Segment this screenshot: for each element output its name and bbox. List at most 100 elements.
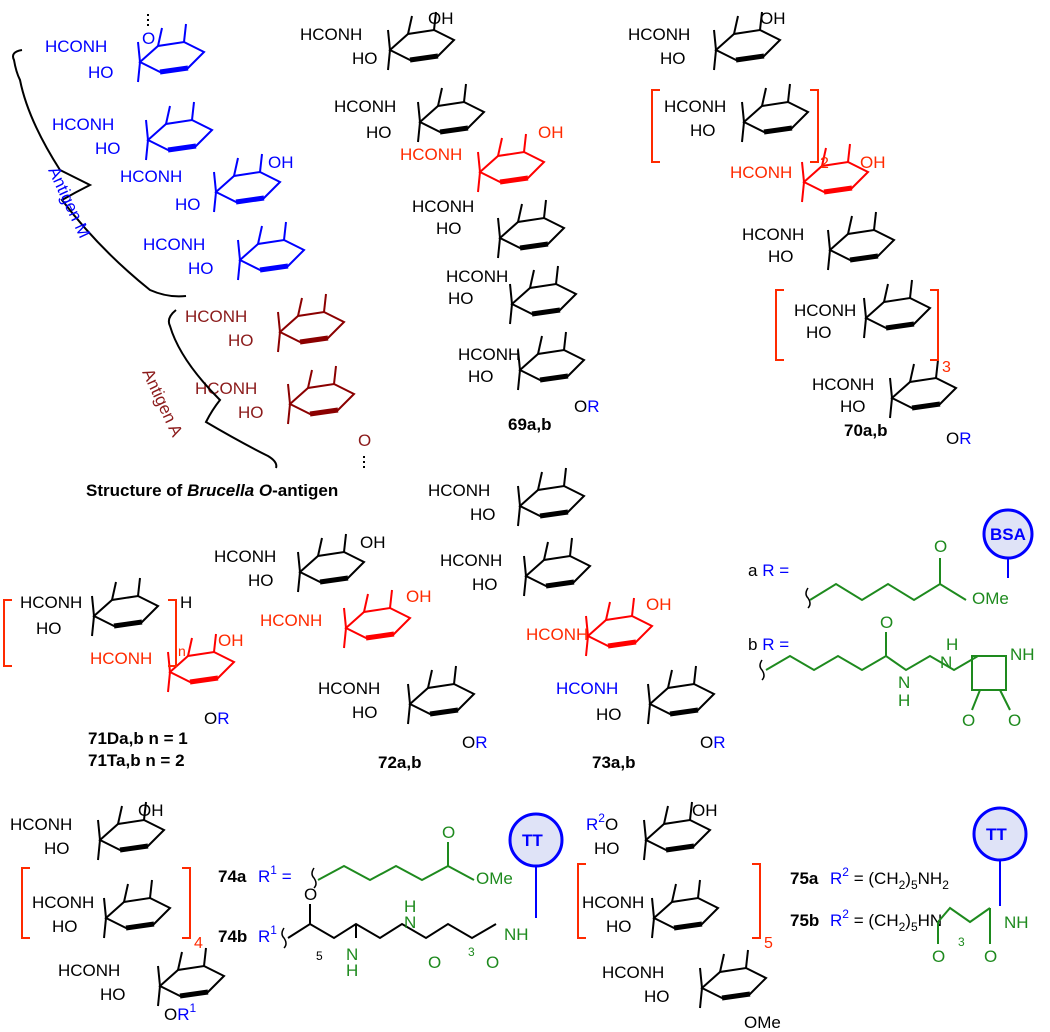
svg-text:HCONH: HCONH: [812, 375, 874, 394]
ho-label: HO: [228, 331, 254, 350]
svg-text:HO: HO: [806, 323, 832, 342]
svg-text:HCONH: HCONH: [10, 815, 72, 834]
svg-text:BSA: BSA: [990, 525, 1026, 544]
svg-text:HO: HO: [44, 839, 70, 858]
svg-text:HCONH: HCONH: [32, 893, 94, 912]
svg-text:OMe: OMe: [744, 1013, 781, 1032]
svg-text:HO: HO: [660, 49, 686, 68]
compound-73: HCONH HO HCONH HO HO HCONH OH HCONH OR 7…: [428, 468, 726, 772]
svg-text:TT: TT: [522, 831, 543, 850]
svg-text:HCONH: HCONH: [602, 963, 664, 982]
svg-text:H: H: [404, 897, 416, 916]
o-label: O: [358, 431, 371, 450]
svg-text:N: N: [940, 653, 952, 672]
svg-text:HCONH: HCONH: [730, 163, 792, 182]
ho-label: HO: [95, 139, 121, 158]
svg-text:OR: OR: [462, 733, 488, 752]
o-label: O: [142, 29, 155, 48]
svg-text:3: 3: [468, 945, 475, 959]
svg-text:75a: 75a: [790, 869, 819, 888]
ho-label: HO: [175, 195, 201, 214]
svg-text:4: 4: [194, 935, 203, 952]
brucella-ring-2: [146, 102, 212, 160]
svg-text:HO: HO: [594, 839, 620, 858]
hconh-label: HCONH: [52, 115, 114, 134]
or-label: OR: [574, 397, 600, 416]
svg-text:HCONH: HCONH: [20, 593, 82, 612]
svg-text:OMe: OMe: [972, 589, 1009, 608]
compound-75: 5 R2O HO OH HCONH HO HCONH HO OMe 75a R2…: [577, 801, 1029, 1032]
svg-text:OH: OH: [760, 9, 786, 28]
svg-text:N: N: [346, 945, 358, 964]
svg-text:HO: HO: [472, 575, 498, 594]
compound-70: 2 3 HCONH HO OH HCONH HO HCONH HO HCONH …: [628, 9, 972, 448]
svg-text:OH: OH: [360, 533, 386, 552]
svg-text:OH: OH: [138, 801, 164, 820]
svg-text:OH: OH: [860, 153, 886, 172]
svg-text:n: n: [178, 643, 186, 659]
svg-text:HCONH: HCONH: [556, 679, 618, 698]
svg-text:HCONH: HCONH: [58, 961, 120, 980]
svg-text:OH: OH: [538, 123, 564, 142]
svg-text:71Ta,b n = 2: 71Ta,b n = 2: [88, 751, 185, 770]
svg-text:74b: 74b: [218, 927, 247, 946]
svg-text:R2 = (CH2)5NH2: R2 = (CH2)5NH2: [830, 865, 949, 892]
hconh-label: HCONH: [195, 379, 257, 398]
svg-text:HCONH: HCONH: [412, 197, 474, 216]
svg-text:HO: HO: [36, 619, 62, 638]
svg-text:OMe: OMe: [476, 869, 513, 888]
svg-text:NH: NH: [1004, 913, 1029, 932]
svg-text:75b: 75b: [790, 911, 819, 930]
svg-text:HO: HO: [606, 917, 632, 936]
svg-text:NH: NH: [504, 925, 529, 944]
svg-text:O: O: [428, 953, 441, 972]
svg-text:HO: HO: [840, 397, 866, 416]
svg-text:HCONH: HCONH: [318, 679, 380, 698]
svg-text:H: H: [898, 691, 910, 710]
svg-text:N: N: [404, 913, 416, 932]
svg-text:HCONH: HCONH: [794, 301, 856, 320]
svg-text:HO: HO: [768, 247, 794, 266]
svg-text:5: 5: [316, 949, 323, 963]
svg-text:O: O: [984, 947, 997, 966]
svg-text:TT: TT: [986, 825, 1007, 844]
svg-text:HO: HO: [644, 987, 670, 1006]
svg-text:HO: HO: [366, 123, 392, 142]
svg-text:OR1: OR1: [164, 1001, 197, 1024]
svg-text:OH: OH: [692, 801, 718, 820]
svg-text:R2O: R2O: [586, 811, 618, 834]
compound-label: 70a,b: [844, 421, 887, 440]
svg-text:HO: HO: [248, 571, 274, 590]
ho-label: HO: [238, 403, 264, 422]
brucella-caption: Structure of Brucella O-antigen: [86, 481, 338, 500]
hconh-label: HCONH: [143, 235, 205, 254]
brucella-o-antigen: HCONH HO HCONH HO HCONH OH HO HCONH HO O…: [12, 14, 371, 500]
svg-text:HCONH: HCONH: [742, 225, 804, 244]
svg-text:OR: OR: [204, 709, 230, 728]
svg-text:71Da,b n = 1: 71Da,b n = 1: [88, 729, 188, 748]
hconh-label: HCONH: [185, 307, 247, 326]
svg-text:HCONH: HCONH: [300, 25, 362, 44]
svg-text:OR: OR: [700, 733, 726, 752]
brucella-ring-5: [278, 294, 344, 352]
svg-text:HCONH: HCONH: [90, 649, 152, 668]
svg-text:HO: HO: [436, 219, 462, 238]
compound-label: 69a,b: [508, 415, 551, 434]
svg-text:HCONH: HCONH: [628, 25, 690, 44]
svg-text:N: N: [898, 673, 910, 692]
svg-text:OR: OR: [946, 429, 972, 448]
svg-text:HCONH: HCONH: [458, 345, 520, 364]
svg-text:H: H: [946, 635, 958, 654]
hconh-label: HCONH: [45, 37, 107, 56]
svg-text:HCONH: HCONH: [440, 551, 502, 570]
svg-text:HO: HO: [448, 289, 474, 308]
svg-text:HO: HO: [52, 917, 78, 936]
svg-text:OH: OH: [646, 595, 672, 614]
svg-text:H: H: [346, 961, 358, 980]
compound-74: 4 HCONH HO OH HCONH HO HCONH HO OR1 74a …: [10, 801, 564, 1024]
svg-text:O: O: [442, 823, 455, 842]
compound-71: n HCONH HO H HCONH OH OR 71Da,b n = 1 71…: [3, 578, 244, 770]
svg-text:HO: HO: [596, 705, 622, 724]
svg-text:73a,b: 73a,b: [592, 753, 635, 772]
svg-text:3: 3: [942, 359, 951, 376]
